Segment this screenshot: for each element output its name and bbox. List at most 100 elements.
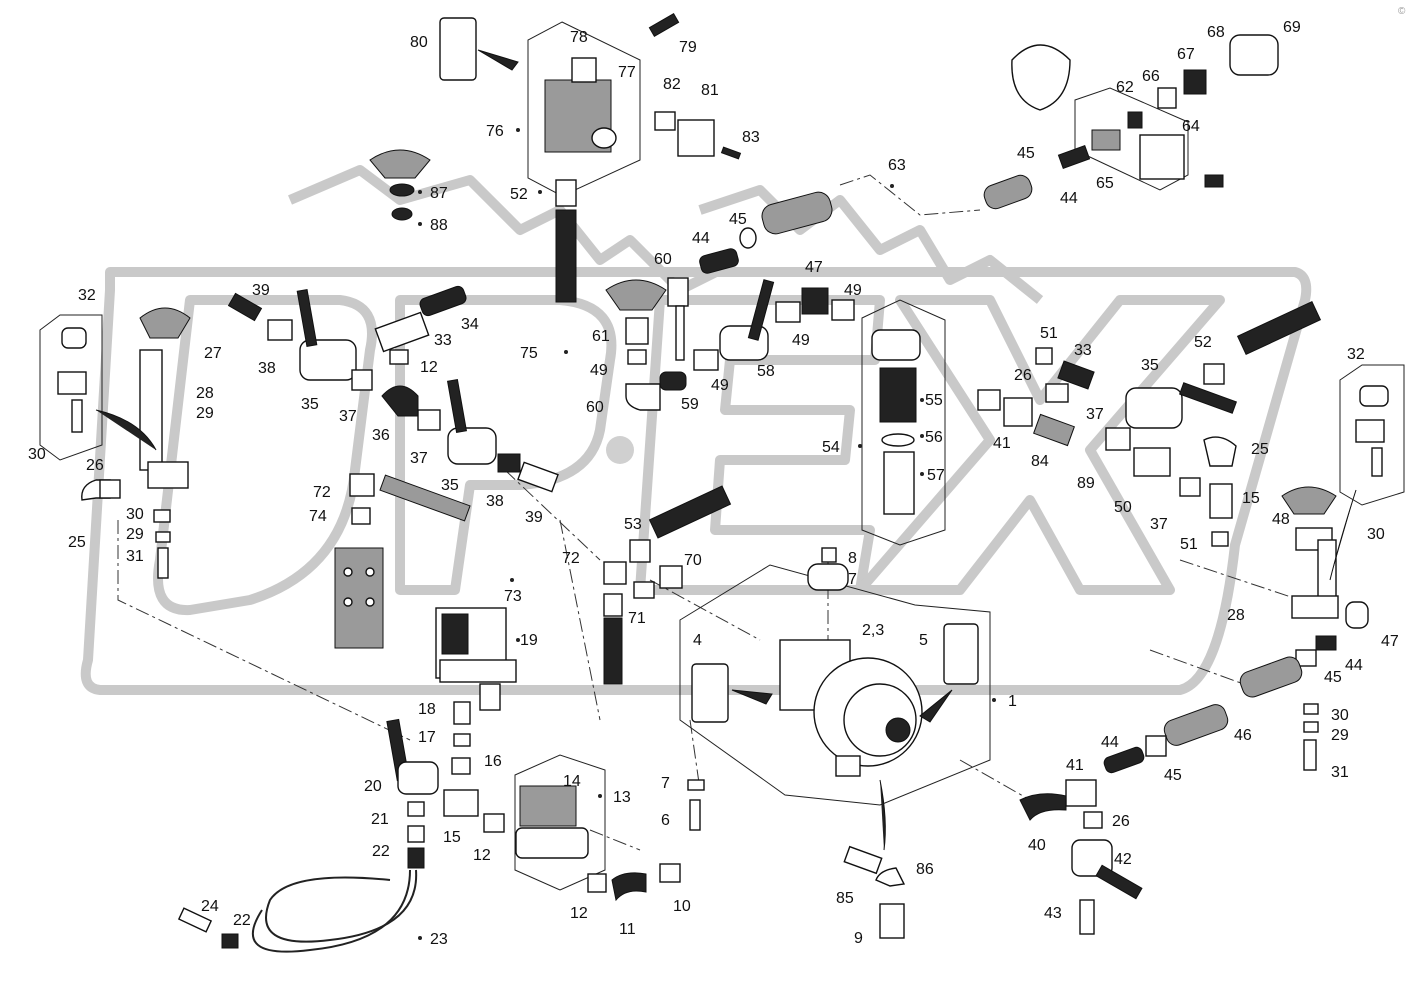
- callout-54: 54: [822, 439, 840, 456]
- callout-74: 74: [309, 508, 327, 525]
- manual-icon-4: [691, 663, 729, 723]
- callout-69: 69: [1283, 19, 1301, 36]
- callout-75: 75: [520, 345, 538, 362]
- callout-62: 62: [1116, 79, 1134, 96]
- bowl-57: [883, 451, 915, 515]
- callout-44-right: 44: [1345, 657, 1363, 674]
- callout-9: 9: [854, 930, 863, 947]
- coupling-68-69: [1229, 34, 1279, 76]
- callout-32-right: 32: [1347, 346, 1365, 363]
- hose-63: [761, 191, 833, 235]
- hose-46-a: [1239, 656, 1303, 698]
- callout-34: 34: [461, 316, 479, 333]
- callout-27: 27: [204, 345, 222, 362]
- fitting-9: [879, 903, 905, 939]
- callout-32-left: 32: [78, 287, 96, 304]
- callout-10: 10: [673, 898, 691, 915]
- callout-73: 73: [504, 588, 522, 605]
- callout-76: 76: [486, 123, 504, 140]
- knob-87: [369, 149, 431, 179]
- callout-15-right: 15: [1242, 490, 1260, 507]
- callout-11: 11: [619, 921, 636, 938]
- callout-7-lower: 7: [661, 775, 670, 792]
- callout-81: 81: [701, 82, 719, 99]
- callout-42: 42: [1114, 851, 1132, 868]
- callout-25-right: 25: [1251, 441, 1269, 458]
- callout-30-right: 30: [1367, 526, 1385, 543]
- callout-61: 61: [592, 328, 610, 345]
- clamp-group-box-32-right: [1339, 364, 1405, 506]
- valve-14: [519, 785, 577, 827]
- callout-45-lower: 45: [1164, 767, 1182, 784]
- callout-57: 57: [927, 467, 945, 484]
- callout-45-right: 45: [1324, 669, 1342, 686]
- valve-body-64: [1139, 134, 1185, 180]
- ball-valve-35-right: [1125, 387, 1183, 429]
- callout-29-right: 29: [1331, 727, 1349, 744]
- callout-52-right: 52: [1194, 334, 1212, 351]
- callout-51-upper: 51: [1040, 325, 1058, 342]
- callout-labels: 1 2,3 4 5 6 7 7 8 9 10 11 12 12 12 13 14…: [28, 19, 1399, 948]
- spring-34: [419, 285, 467, 317]
- callout-38-left: 38: [258, 360, 276, 377]
- callout-52-top: 52: [510, 186, 528, 203]
- nozzle-24: [177, 907, 213, 933]
- callout-38-mid: 38: [486, 493, 504, 510]
- bracket-right: [1291, 595, 1339, 619]
- callout-2-3: 2,3: [862, 622, 884, 639]
- hose-72-center: [603, 617, 623, 685]
- group-boxes: [39, 21, 1405, 891]
- callout-21: 21: [371, 811, 389, 828]
- callout-45-top-right: 45: [1017, 145, 1035, 162]
- nipple-67: [1183, 69, 1207, 95]
- corner-mark: ©: [1398, 6, 1406, 17]
- nipple-50: [1133, 447, 1171, 477]
- callout-44-lower: 44: [1101, 734, 1119, 751]
- elbow-60: [625, 383, 661, 411]
- callout-5: 5: [919, 632, 928, 649]
- cover-plate: [1011, 44, 1071, 111]
- washer-66: [1157, 87, 1177, 109]
- callout-7-upper: 7: [848, 571, 857, 588]
- callout-14: 14: [563, 773, 581, 790]
- callout-50: 50: [1114, 499, 1132, 516]
- hose-63-right: [983, 174, 1033, 210]
- callout-72-center: 72: [562, 550, 580, 567]
- callout-49-b: 49: [711, 377, 729, 394]
- knob-61: [605, 279, 667, 311]
- callout-44-top-right: 44: [1060, 190, 1078, 207]
- callout-12-lower: 12: [570, 905, 588, 922]
- ring-62: [1127, 111, 1143, 129]
- pipe-85: [843, 845, 883, 875]
- callout-64: 64: [1182, 118, 1200, 135]
- callout-24: 24: [201, 898, 219, 915]
- elbow-36: [381, 385, 419, 417]
- hose-72-left: [379, 474, 471, 522]
- callout-28-right: 28: [1227, 607, 1245, 624]
- callout-49-a: 49: [590, 362, 608, 379]
- callout-85: 85: [836, 890, 854, 907]
- ball-valve-35-left: [299, 339, 357, 381]
- callout-41-upper: 41: [993, 435, 1011, 452]
- callout-40: 40: [1028, 837, 1046, 854]
- callout-43: 43: [1044, 905, 1062, 922]
- tee-41-lower: [1065, 779, 1097, 807]
- callout-70: 70: [684, 552, 702, 569]
- callout-37-right-upper: 37: [1086, 406, 1104, 423]
- callout-67: 67: [1177, 46, 1195, 63]
- elbow-60-top: [667, 277, 689, 307]
- manual-icon-5: [943, 623, 979, 685]
- callout-41-lower: 41: [1066, 757, 1084, 774]
- filter-55: [879, 367, 917, 423]
- callout-29-lower-left: 29: [126, 526, 144, 543]
- callout-80: 80: [410, 34, 428, 51]
- manifold-block: [334, 547, 384, 649]
- callout-71: 71: [628, 610, 646, 627]
- callout-20: 20: [364, 778, 382, 795]
- callout-28-left: 28: [196, 385, 214, 402]
- callout-31-left: 31: [126, 548, 144, 565]
- knob-48: [1281, 486, 1337, 515]
- clamp-group-box-32-left: [39, 314, 103, 461]
- callout-60-lower: 60: [586, 399, 604, 416]
